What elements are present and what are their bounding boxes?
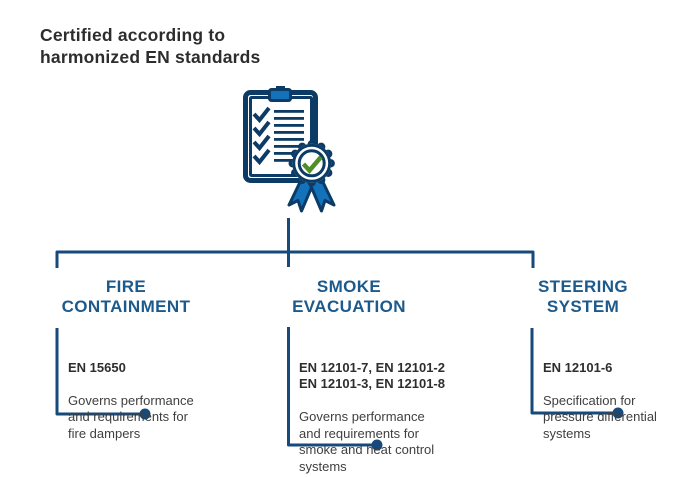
green-check-icon xyxy=(301,155,323,174)
page-title: Certified according to harmonized EN sta… xyxy=(40,25,261,67)
column-heading-fire-containment: FIRE CONTAINMENT xyxy=(61,277,191,316)
checklist-check-icons xyxy=(252,106,271,166)
column-body-steering-system: EN 12101-6 Specification for pressure di… xyxy=(543,343,693,459)
connector-branch-line xyxy=(55,250,535,268)
column-body-smoke-evacuation: EN 12101-7, EN 12101-2 EN 12101-3, EN 12… xyxy=(299,343,509,477)
standards-codes: EN 12101-6 xyxy=(543,359,613,375)
certificate-badge-icon xyxy=(287,140,336,213)
certified-checklist-icon xyxy=(243,86,336,213)
standards-description: Governs performance and requirements for… xyxy=(68,392,194,441)
standards-description: Governs performance and requirements for… xyxy=(299,409,435,474)
column-heading-smoke-evacuation: SMOKE EVACUATION xyxy=(292,277,406,316)
column-heading-steering-system: STEERING SYSTEM xyxy=(537,277,629,316)
standards-description: Specification for pressure differential … xyxy=(543,392,657,441)
checklist-line-icons xyxy=(274,110,304,162)
standards-codes: EN 12101-7, EN 12101-2 EN 12101-3, EN 12… xyxy=(299,359,445,392)
column-body-fire-containment: EN 15650 Governs performance and require… xyxy=(68,343,278,459)
standards-codes: EN 15650 xyxy=(68,359,126,375)
